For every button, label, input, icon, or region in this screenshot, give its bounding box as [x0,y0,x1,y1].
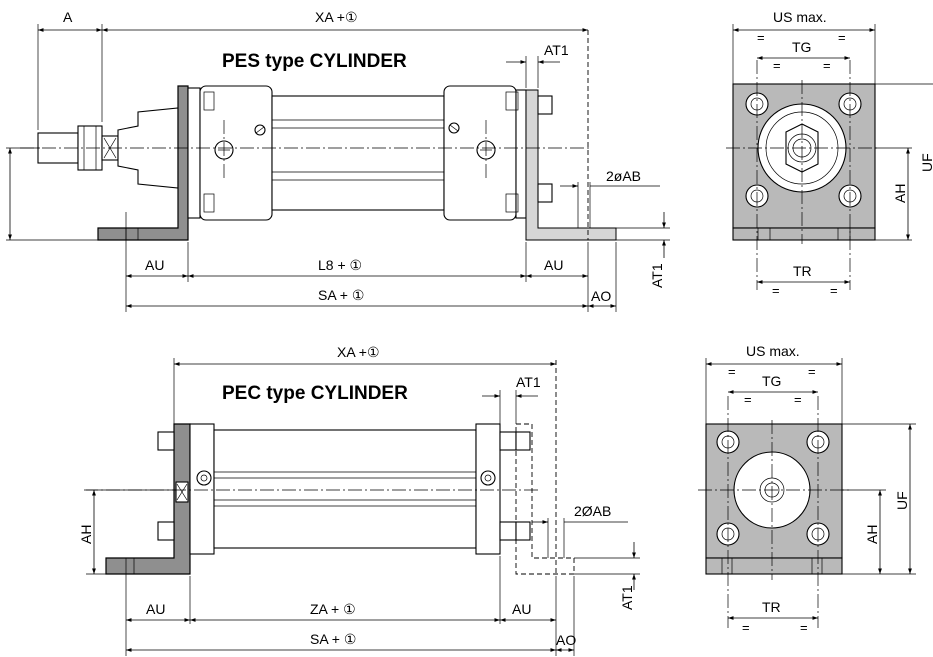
pec-barrel [213,429,477,549]
pes-end-eq5: = [772,283,780,298]
pes-front-cover [199,85,273,221]
pes-title: PES type CYLINDER [222,51,407,72]
pec-dim-sa: SA + ① [310,631,356,647]
pec-dim-za: ZA + ① [310,601,356,617]
pec-front-cover [189,423,215,555]
pec-side-view [84,360,575,575]
pec-dimensions: XA +① PEC type CYLINDER AT1 2ØAB AH AT1 … [78,344,640,656]
pes-end-eq1: = [757,30,765,45]
pes-dim-ab: 2øAB [606,168,641,184]
pes-end-view: US max. = = TG = = TR = = AH UF [726,9,933,298]
pes-dimensions: A XA +① PES type CYLINDER AT1 2øAB AT1 A [6,9,670,312]
pec-end-tg: TG [762,373,781,389]
pes-dim-l8: L8 + ① [318,257,362,273]
pec-end-eq3: = [744,392,752,407]
pec-dim-au-left: AU [146,601,165,617]
pec-dim-ao: AO [556,632,576,648]
pec-dim-au-right: AU [512,601,531,617]
pec-end-eq5: = [742,620,750,635]
pes-end-eq6: = [830,283,838,298]
pec-rear-cover [475,423,501,555]
pes-barrel [271,95,445,211]
pec-end-ah: AH [864,525,880,544]
pes-end-us: US max. [773,9,827,25]
pes-end-eq3: = [773,58,781,73]
pes-end-ah: AH [892,184,908,203]
pec-dim-at1-vertical: AT1 [619,585,635,610]
pec-end-us: US max. [746,343,800,359]
pes-side-view [20,30,617,241]
pes-dim-at1: AT1 [544,42,569,58]
pec-left-nut-bottom [157,521,175,541]
pes-dim-au-right: AU [544,257,563,273]
pes-dim-au-left: AU [145,257,164,273]
pes-dim-xa: XA +① [315,9,358,25]
pec-end-eq2: = [808,364,816,379]
pec-end-eq6: = [800,620,808,635]
pes-dim-ao: AO [591,288,611,304]
pec-end-tr: TR [762,599,781,615]
pes-end-uf: UF [919,153,933,172]
pes-dim-a: A [63,9,73,25]
pec-dim-xa: XA +① [337,344,380,360]
pes-end-eq4: = [823,58,831,73]
pec-dim-ah: AH [78,525,94,544]
pes-end-eq2: = [838,30,846,45]
pec-end-eq4: = [794,392,802,407]
pes-end-tg: TG [792,39,811,55]
pes-dim-at1-vertical: AT1 [649,263,665,288]
pec-end-eq1: = [728,364,736,379]
pec-title: PEC type CYLINDER [222,383,408,404]
pec-dim-ab: 2ØAB [574,503,611,519]
pec-end-uf: UF [894,491,910,510]
pes-end-tr: TR [793,263,812,279]
pec-dim-at1: AT1 [516,374,541,390]
pes-dim-sa: SA + ① [318,287,364,303]
pec-end-view: US max. = = TG = = TR = = AH UF [698,343,916,635]
pec-left-nut-top [157,431,175,451]
